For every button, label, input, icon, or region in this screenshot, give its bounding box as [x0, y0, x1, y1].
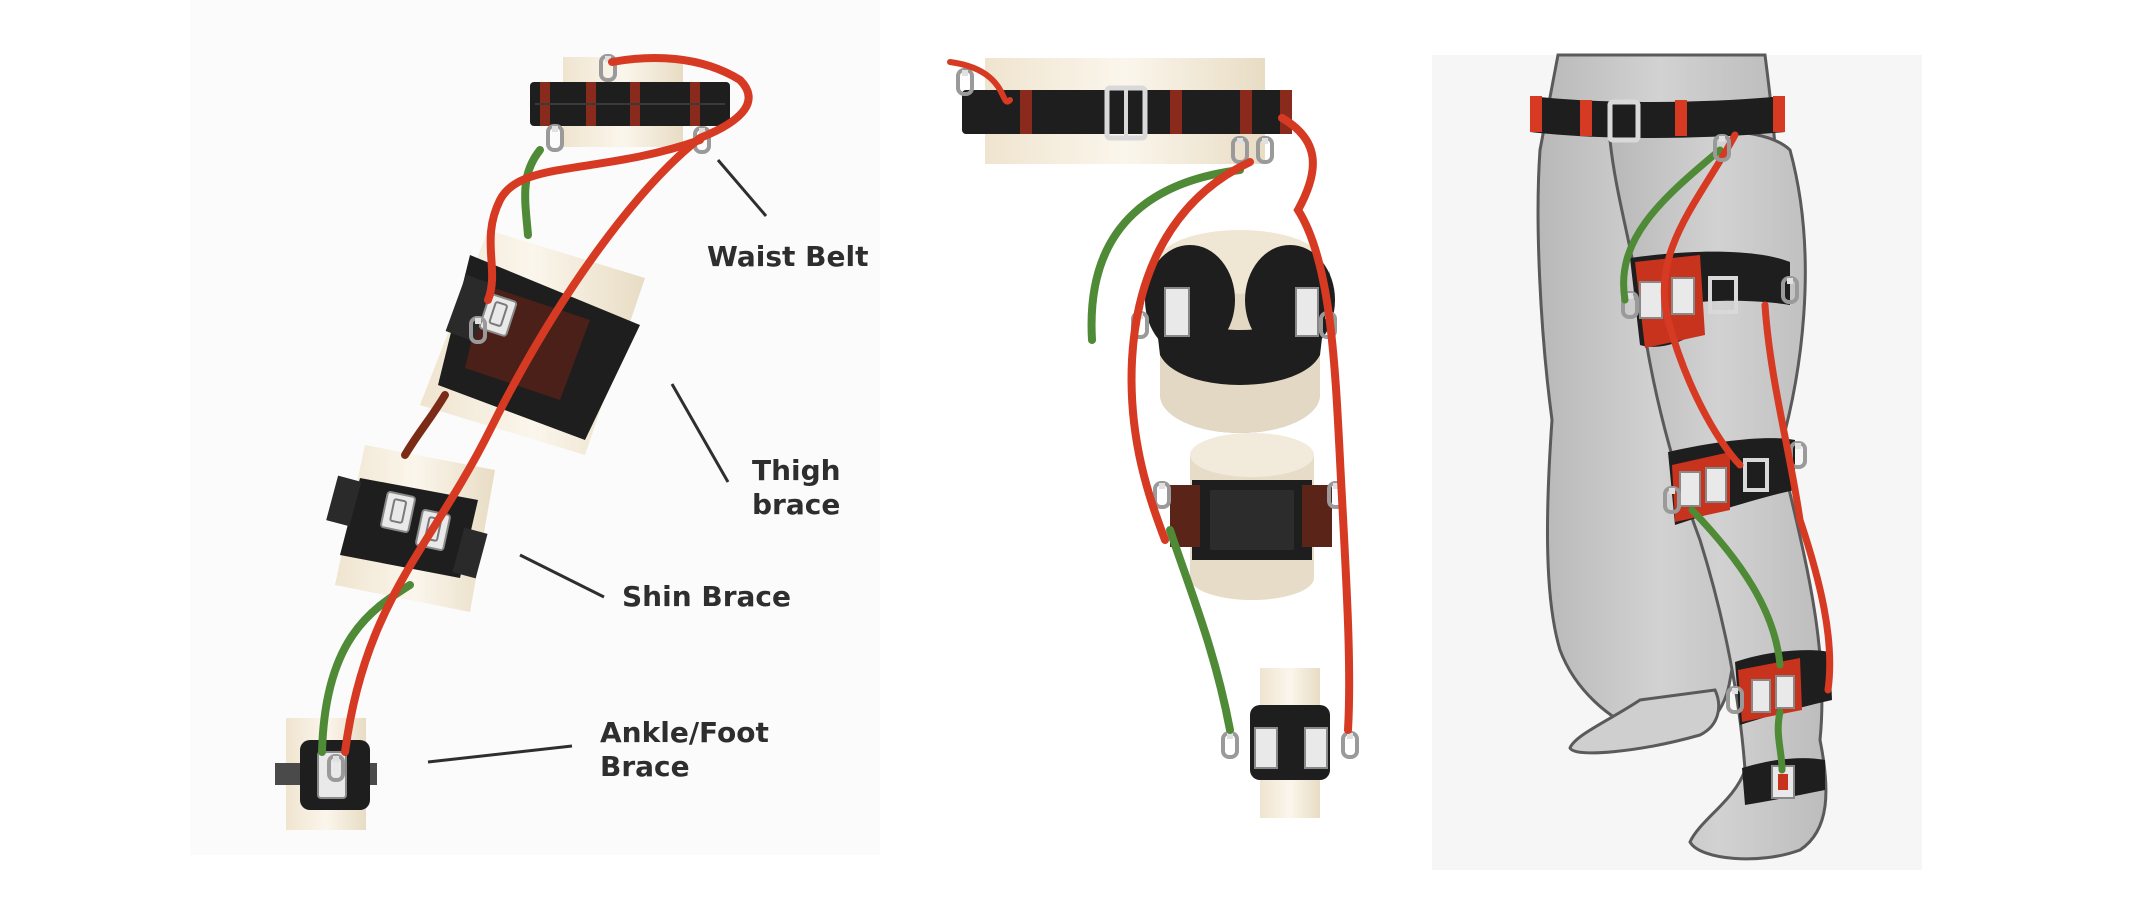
- thigh-brace-leader-line: [670, 383, 730, 483]
- waist-belt-part: [530, 82, 730, 126]
- panel-labeled-view: [190, 0, 880, 855]
- waist-belt-part: [1530, 96, 1785, 143]
- buckle-icon: [1295, 287, 1319, 337]
- green-band: [1774, 708, 1786, 774]
- thigh-brace-label: Thigh brace: [752, 454, 841, 521]
- back-foot: [1568, 688, 1721, 755]
- ankle-foot-brace-part: [275, 740, 377, 810]
- shin-brace-leader-line: [519, 553, 605, 599]
- shin-brace-part: [1735, 650, 1832, 725]
- brown-band: [401, 391, 449, 459]
- ankle-foot-brace-label: Ankle/Foot Brace: [600, 716, 769, 783]
- shin-brace-part: [1668, 438, 1795, 525]
- buckle-icon: [379, 490, 417, 534]
- panel-worn-view: [1432, 53, 1922, 870]
- buckle-icon: [1607, 99, 1641, 143]
- green-band: [521, 146, 544, 239]
- red-band: [1761, 301, 1834, 694]
- ankle-foot-brace-part: [1250, 705, 1330, 780]
- green-band: [1087, 166, 1244, 344]
- waist-belt-leader-line: [716, 159, 768, 217]
- green-band: [1166, 526, 1234, 734]
- waist-belt-part: [962, 85, 1292, 141]
- panel-device-view: [925, 0, 1370, 855]
- shin-brace-part: [1170, 433, 1332, 600]
- red-band: [341, 54, 753, 756]
- shin-brace-label: Shin Brace: [622, 580, 792, 613]
- red-band: [484, 136, 704, 304]
- red-band: [947, 59, 1013, 105]
- red-band: [1278, 114, 1354, 734]
- red-band: [1660, 131, 1744, 469]
- green-band: [1688, 506, 1784, 669]
- waist-belt-label: Waist Belt: [707, 240, 869, 273]
- thigh-brace-part: [1145, 230, 1335, 433]
- red-band: [1127, 158, 1254, 544]
- green-band: [1620, 146, 1724, 304]
- ankle-brace-leader-line: [427, 744, 573, 764]
- buckle-icon: [1164, 287, 1190, 337]
